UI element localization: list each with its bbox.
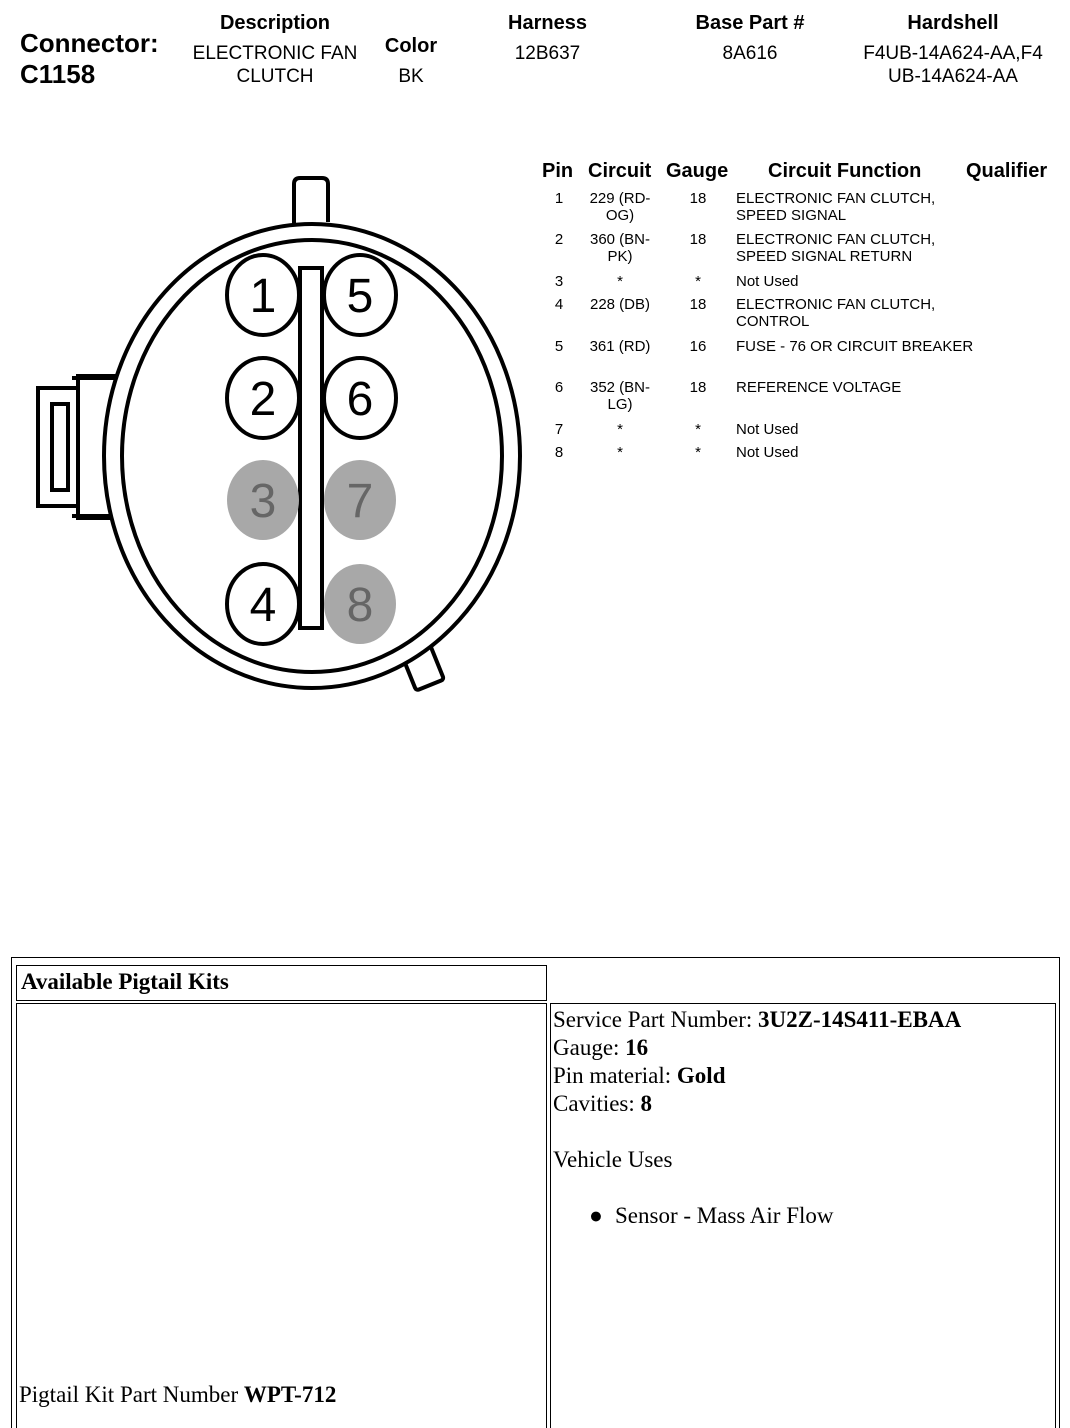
connector-diagram: 1 2 3 4 5 6 7 8 (36, 176, 522, 692)
table-row-function: FUSE - 76 OR CIRCUIT BREAKER (736, 338, 974, 355)
kit-part-label: Pigtail Kit Part Number (19, 1382, 244, 1407)
table-row-circuit: * (617, 273, 623, 290)
color-value: BK (398, 66, 424, 87)
inner-shell (120, 238, 504, 674)
cavities-label: Cavities: (553, 1091, 641, 1116)
kit-gauge: Gauge: 16 (553, 1034, 961, 1062)
center-separator (298, 266, 324, 630)
pin-material: Pin material: Gold (553, 1062, 961, 1090)
table-row-circuit: * (617, 444, 623, 461)
table-row-circuit: 228 (DB) (589, 296, 651, 313)
pin-number-5: 5 (347, 270, 374, 323)
connector-label: Connector: (20, 28, 159, 58)
table-row-pin: 5 (554, 338, 564, 355)
circuit-col-header: Circuit (588, 160, 652, 182)
table-row-circuit: * (617, 421, 623, 438)
harness-value: 12B637 (514, 43, 581, 64)
pin-cavity-4 (225, 562, 301, 646)
top-latch-tab (292, 176, 330, 225)
cavities: Cavities: 8 (553, 1090, 961, 1118)
table-row-gauge: * (695, 421, 701, 438)
kit-part-number: Pigtail Kit Part Number WPT-712 (19, 1381, 336, 1409)
table-row-pin: 4 (554, 296, 564, 313)
hardshell-value: F4UB-14A624-AA,F4UB-14A624-AA (863, 43, 1043, 87)
table-row-gauge: 18 (689, 231, 707, 248)
cavities-value: 8 (640, 1091, 653, 1116)
table-row-circuit: 229 (RD-OG) (589, 190, 651, 224)
table-row-function: ELECTRONIC FAN CLUTCH, SPEED SIGNAL RETU… (736, 231, 936, 265)
pin-number-2: 2 (250, 373, 277, 426)
table-row-function: Not Used (736, 444, 799, 461)
pin-cavity-5 (322, 253, 398, 337)
description-label: Description (219, 12, 331, 34)
kit-gauge-label: Gauge: (553, 1035, 626, 1060)
service-part-number: Service Part Number: 3U2Z-14S411-EBAA (553, 1006, 961, 1034)
pin-col-header: Pin (542, 160, 574, 182)
connector-id: C1158 (20, 59, 96, 89)
service-part-value: 3U2Z-14S411-EBAA (758, 1007, 962, 1032)
pin-number-3: 3 (250, 475, 277, 528)
description-value: ELECTRONIC FAN CLUTCH (192, 43, 358, 87)
kit-gauge-value: 16 (625, 1035, 649, 1060)
pin-number-8: 8 (347, 579, 374, 632)
pin-material-label: Pin material: (553, 1063, 677, 1088)
pigtail-info-box (550, 1003, 1056, 1428)
table-row-function: Not Used (736, 421, 799, 438)
hardshell-label: Hardshell (907, 12, 999, 34)
list-item: ● Sensor - Mass Air Flow (553, 1202, 961, 1230)
gauge-col-header: Gauge (666, 160, 729, 182)
connector-header: Connector: C1158 (20, 28, 159, 90)
pigtail-info: Service Part Number: 3U2Z-14S411-EBAA Ga… (553, 1006, 961, 1230)
pin-cavity-2 (225, 356, 301, 440)
table-row-circuit: 361 (RD) (589, 338, 651, 355)
pin-material-value: Gold (676, 1063, 726, 1088)
pin-number-6: 6 (347, 373, 374, 426)
table-row-pin: 2 (554, 231, 564, 248)
vehicle-use-item: Sensor - Mass Air Flow (615, 1203, 834, 1228)
table-row-pin: 6 (554, 379, 564, 396)
pin-group: 1 2 3 4 5 6 7 8 (225, 253, 398, 646)
pin-number-4: 4 (250, 579, 277, 632)
table-row-gauge: 16 (689, 338, 707, 355)
harness-label: Harness (508, 12, 587, 34)
service-part-label: Service Part Number: (553, 1007, 759, 1032)
table-row-function: ELECTRONIC FAN CLUTCH, SPEED SIGNAL (736, 190, 936, 224)
color-label: Color (384, 35, 438, 57)
table-row-function: Not Used (736, 273, 799, 290)
table-row-gauge: 18 (689, 379, 707, 396)
pigtail-image-box (16, 1003, 547, 1428)
table-row-circuit: 360 (BN-PK) (589, 231, 651, 265)
table-row-gauge: 18 (689, 296, 707, 313)
table-row-pin: 8 (554, 444, 564, 461)
table-row-pin: 3 (554, 273, 564, 290)
pigtail-title-box: Available Pigtail Kits (16, 965, 547, 1001)
table-row-pin: 1 (554, 190, 564, 207)
kit-part-value: WPT-712 (243, 1382, 337, 1407)
table-row-function: REFERENCE VOLTAGE (736, 379, 902, 396)
pigtail-outer-frame (11, 957, 1060, 1428)
pin-cavity-8 (324, 564, 396, 644)
pigtail-title: Available Pigtail Kits (21, 969, 229, 994)
base-part-value: 8A616 (722, 43, 778, 64)
function-col-header: Circuit Function (768, 160, 922, 182)
pin-cavity-1 (225, 253, 301, 337)
pin-number-1: 1 (250, 270, 277, 323)
vehicle-uses-label: Vehicle Uses (553, 1147, 673, 1172)
table-row-circuit: 352 (BN-LG) (589, 379, 651, 413)
pin-cavity-3 (227, 460, 299, 540)
qualifier-col-header: Qualifier (966, 160, 1048, 182)
table-row-pin: 7 (554, 421, 564, 438)
table-row-gauge: * (695, 273, 701, 290)
table-row-gauge: 18 (689, 190, 707, 207)
pin-number-7: 7 (347, 475, 374, 528)
bullet-icon: ● (589, 1203, 603, 1228)
table-row-gauge: * (695, 444, 701, 461)
pin-cavity-7 (324, 460, 396, 540)
pin-cavity-6 (322, 356, 398, 440)
base-part-label: Base Part # (695, 12, 805, 34)
table-row-function: ELECTRONIC FAN CLUTCH, CONTROL (736, 296, 936, 330)
side-housing-inner (50, 402, 70, 492)
